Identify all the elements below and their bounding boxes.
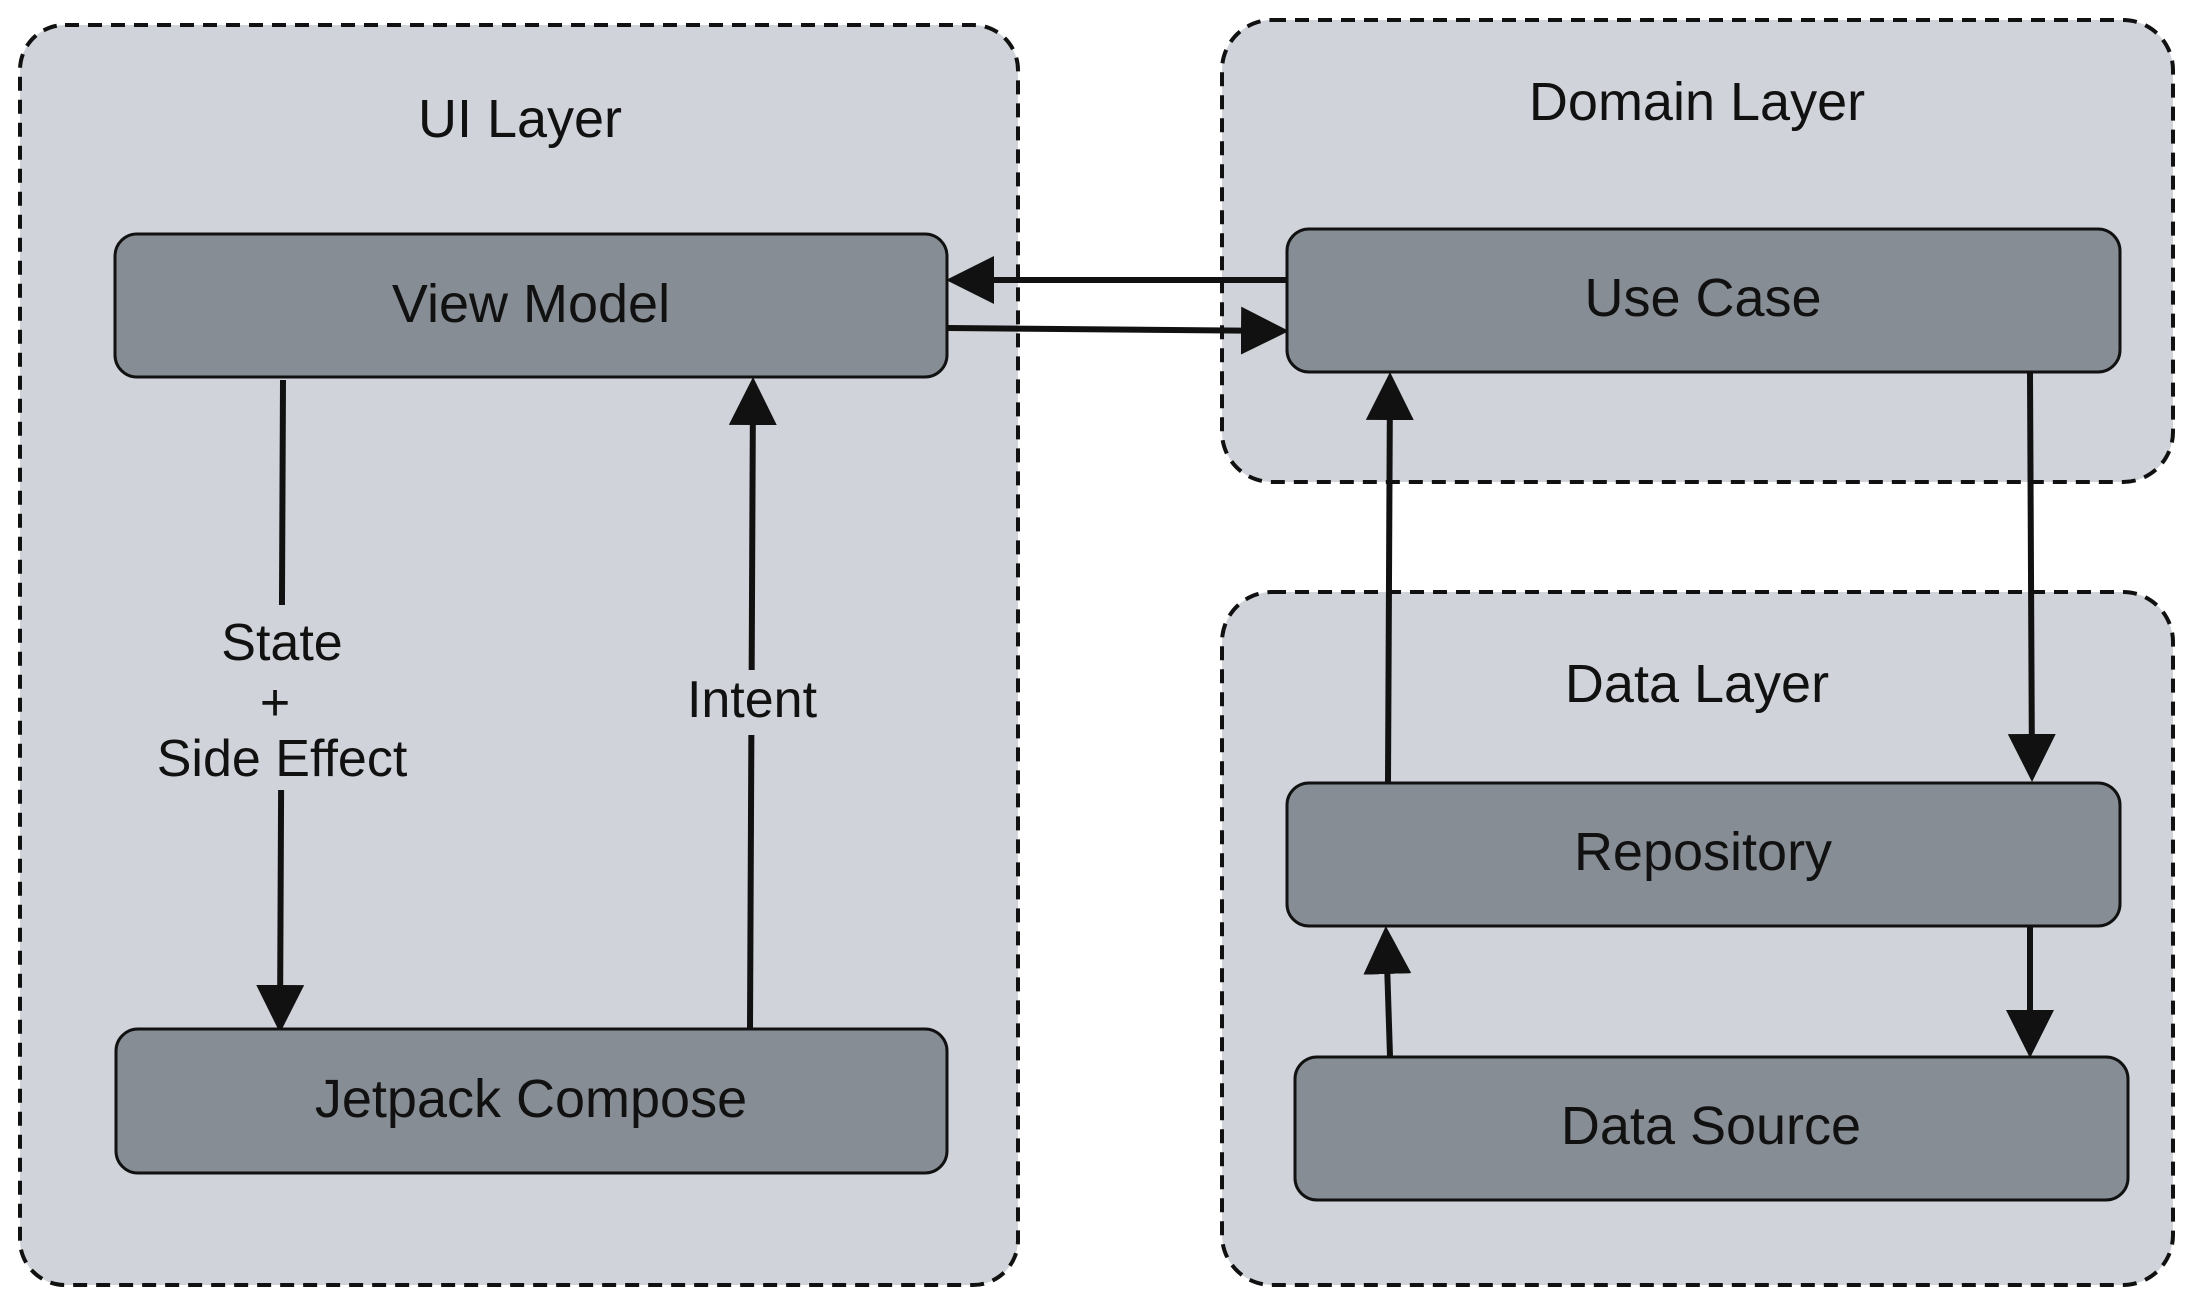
data-source-label: Data Source — [1561, 1096, 1861, 1156]
jetpack-compose-node: Jetpack Compose — [114, 1027, 949, 1175]
ui-layer-title: UI Layer — [418, 89, 622, 149]
state-label: State — [221, 614, 342, 672]
intent-label-group: Intent — [670, 670, 835, 735]
arrow-datasource-to-repository — [1363, 926, 1412, 1057]
repository-node: Repository — [1285, 781, 2122, 928]
repository-label: Repository — [1574, 822, 1832, 882]
plus-label: + — [260, 674, 290, 732]
state-side-effect-label: State + Side Effect — [140, 605, 430, 790]
arrow-viewmodel-to-usecase — [947, 306, 1289, 355]
use-case-node: Use Case — [1285, 227, 2122, 374]
arrow-repository-to-usecase — [1365, 372, 1414, 783]
data-source-node: Data Source — [1293, 1055, 2130, 1202]
view-model-node: View Model — [113, 232, 949, 379]
view-model-label: View Model — [392, 274, 670, 334]
domain-layer-title: Domain Layer — [1529, 72, 1865, 132]
jetpack-compose-label: Jetpack Compose — [315, 1069, 747, 1129]
data-layer-title: Data Layer — [1565, 654, 1829, 714]
arrow-usecase-to-repository — [2007, 372, 2056, 782]
use-case-label: Use Case — [1584, 268, 1821, 328]
side-effect-label: Side Effect — [157, 730, 408, 788]
intent-label: Intent — [687, 671, 818, 729]
